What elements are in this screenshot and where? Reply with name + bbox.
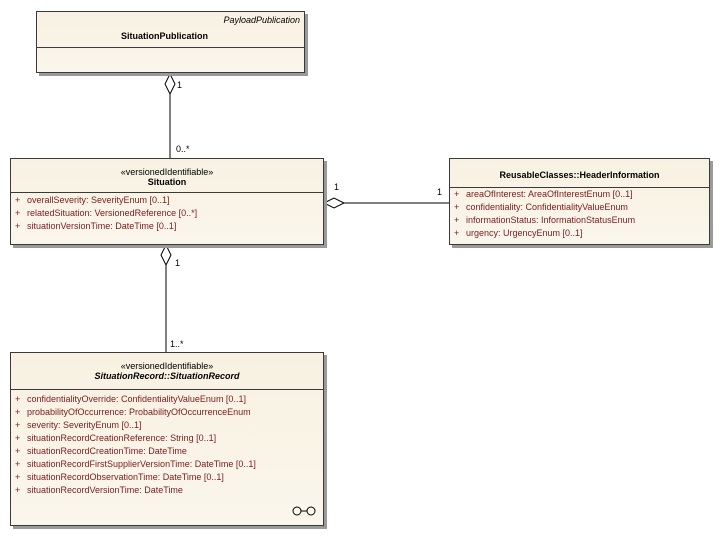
visibility-marker: + [15,394,21,404]
attribute-text: confidentialityOverride: Confidentiality… [27,394,246,404]
attribute-text: probabilityOfOccurrence: ProbabilityOfOc… [27,407,251,417]
aggregation-diamond-situation-header [322,197,346,209]
mult-situation-record-bottom: 1..* [170,339,184,349]
attribute-text: situationRecordObservationTime: DateTime… [27,472,224,482]
visibility-marker: + [15,485,21,495]
class-name: Situation [147,177,187,187]
class-situation-record[interactable]: «versionedIdentifiable» SituationRecord:… [10,352,324,526]
attribute-row[interactable]: + relatedSituation: VersionedReference [0… [11,207,323,220]
mult-situation-header-right: 1 [437,187,443,197]
visibility-marker: + [15,208,21,218]
visibility-marker: + [15,446,21,456]
class-header: ReusableClasses::HeaderInformation [450,159,709,187]
class-name: SituationRecord::SituationRecord [94,371,240,381]
visibility-marker: + [15,433,21,443]
attribute-row[interactable]: + overallSeverity: SeverityEnum [0..1] [11,194,323,207]
attribute-row[interactable]: + confidentiality: ConfidentialityValueEn… [450,201,709,214]
class-name: ReusableClasses::HeaderInformation [499,170,660,180]
attribute-text: situationRecordVersionTime: DateTime [27,485,183,495]
attribute-text: relatedSituation: VersionedReference [0.… [27,208,198,218]
class-header: «versionedIdentifiable» Situation [11,159,323,192]
attribute-text: urgency: UrgencyEnum [0..1] [466,228,583,238]
attribute-row[interactable]: + situationRecordCreationTime: DateTime [11,445,323,458]
parent-class-label: PayloadPublication [223,15,300,25]
attribute-list: + areaOfInterest: AreaOfInterestEnum [0..… [450,188,709,240]
visibility-marker: + [454,189,460,199]
attribute-separator [11,389,323,390]
class-situation-publication[interactable]: PayloadPublication SituationPublication [36,11,305,73]
mult-pub-top: 1 [177,80,183,90]
attribute-text: confidentiality: ConfidentialityValueEnu… [466,202,628,212]
attribute-row[interactable]: + situationVersionTime: DateTime [0..1] [11,220,323,233]
attribute-row[interactable]: + situationRecordFirstSupplierVersionTime… [11,458,323,471]
class-header: PayloadPublication SituationPublication [37,12,304,47]
attribute-text: situationVersionTime: DateTime [0..1] [27,221,177,231]
aggregation-diamond-publication [164,72,176,96]
composite-element-icon [292,506,316,516]
class-header: «versionedIdentifiable» SituationRecord:… [11,353,323,389]
attribute-text: situationRecordCreationTime: DateTime [27,446,187,456]
aggregation-diamond-situation-record [160,243,172,267]
visibility-marker: + [15,221,21,231]
mult-situation-header-left: 1 [334,182,340,192]
attribute-separator [450,187,709,188]
class-stereotype: «versionedIdentifiable» [120,361,214,371]
class-name: SituationPublication [121,31,208,41]
attribute-row[interactable]: + urgency: UrgencyEnum [0..1] [450,227,709,240]
attribute-list: + overallSeverity: SeverityEnum [0..1] + r… [11,193,323,233]
attribute-text: areaOfInterest: AreaOfInterestEnum [0..1… [466,189,633,199]
attribute-text: informationStatus: InformationStatusEnum [466,215,636,225]
attribute-text: situationRecordFirstSupplierVersionTime:… [27,459,256,469]
attribute-row[interactable]: + areaOfInterest: AreaOfInterestEnum [0..… [450,188,709,201]
mult-situation-record-top: 1 [175,258,181,268]
attribute-row[interactable]: + probabilityOfOccurrence: ProbabilityOfO… [11,406,323,419]
visibility-marker: + [15,459,21,469]
attribute-row[interactable]: + severity: SeverityEnum [0..1] [11,419,323,432]
visibility-marker: + [15,472,21,482]
visibility-marker: + [15,195,21,205]
attribute-separator [37,47,304,48]
visibility-marker: + [454,228,460,238]
attribute-text: overallSeverity: SeverityEnum [0..1] [27,195,170,205]
attribute-row[interactable]: + situationRecordCreationReference: Strin… [11,432,323,445]
attribute-separator [11,192,323,193]
attribute-text: severity: SeverityEnum [0..1] [27,420,142,430]
class-header-information[interactable]: ReusableClasses::HeaderInformation + area… [449,158,710,245]
attribute-list: + confidentialityOverride: Confidentialit… [11,390,323,497]
visibility-marker: + [454,202,460,212]
attribute-row[interactable]: + situationRecordObservationTime: DateTim… [11,471,323,484]
visibility-marker: + [15,420,21,430]
attribute-row[interactable]: + confidentialityOverride: Confidentialit… [11,393,323,406]
attribute-text: situationRecordCreationReference: String… [27,433,217,443]
attribute-row[interactable]: + informationStatus: InformationStatusEnu… [450,214,709,227]
class-stereotype: «versionedIdentifiable» [120,167,214,177]
class-situation[interactable]: «versionedIdentifiable» Situation + overa… [10,158,324,245]
mult-pub-bottom: 0..* [176,144,190,154]
attribute-row[interactable]: + situationRecordVersionTime: DateTime [11,484,323,497]
visibility-marker: + [454,215,460,225]
visibility-marker: + [15,407,21,417]
